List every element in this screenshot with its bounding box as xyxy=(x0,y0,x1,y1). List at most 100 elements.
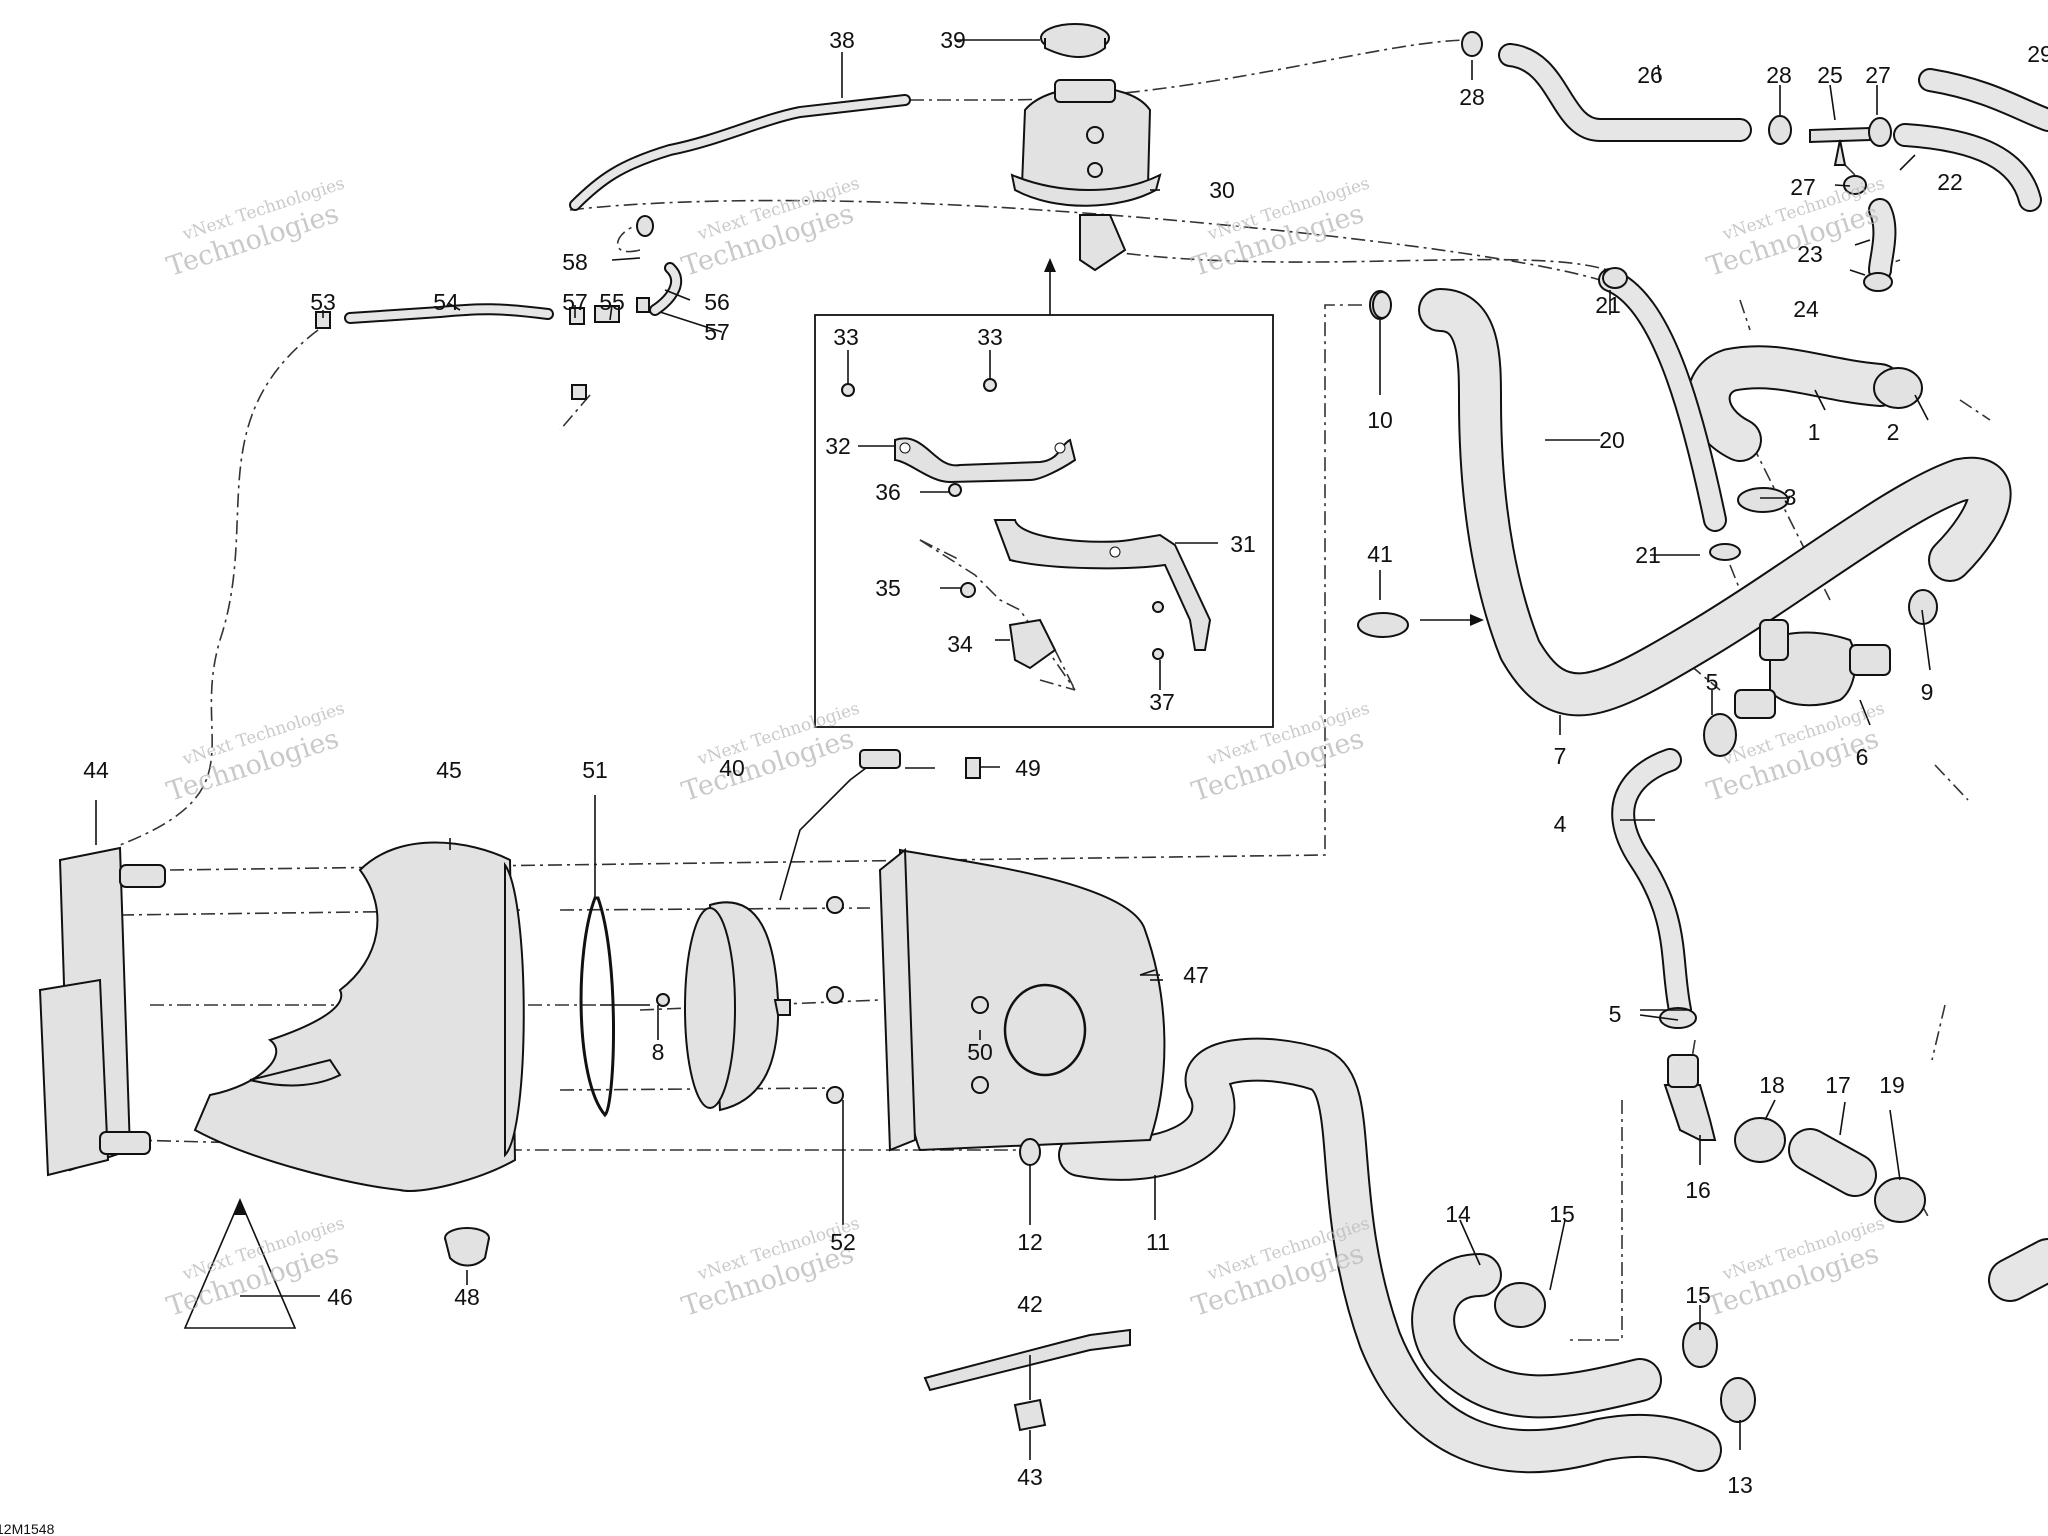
callout-49: 49 xyxy=(1015,755,1041,781)
callout-21b: 21 xyxy=(1635,542,1661,568)
callout-28b: 28 xyxy=(1766,62,1792,88)
radiator xyxy=(38,846,166,1177)
callout-37: 37 xyxy=(1149,689,1175,715)
callout-25: 25 xyxy=(1817,62,1843,88)
callout-5a: 5 xyxy=(1706,669,1719,695)
fan-housing xyxy=(878,847,1166,1152)
callout-35: 35 xyxy=(875,575,901,601)
callout-42: 42 xyxy=(1017,1291,1043,1317)
callout-10: 10 xyxy=(1367,407,1393,433)
hose-26 xyxy=(1498,43,1752,142)
callout-9: 9 xyxy=(1921,679,1934,705)
hose-1 xyxy=(1686,345,1902,462)
callout-5b: 5 xyxy=(1609,1001,1622,1027)
hose-54 xyxy=(344,303,554,324)
hose-7 xyxy=(1418,288,2012,717)
callout-8: 8 xyxy=(652,1039,665,1065)
callout-33a: 33 xyxy=(833,324,859,350)
callout-7: 7 xyxy=(1554,743,1567,769)
callout-13: 13 xyxy=(1727,1472,1753,1498)
callout-21a: 21 xyxy=(1595,292,1621,318)
fan-seal-ring xyxy=(579,896,615,1118)
callout-45: 45 xyxy=(436,757,462,783)
callout-55: 55 xyxy=(599,289,625,315)
hose-22 xyxy=(1893,68,2048,212)
callout-33b: 33 xyxy=(977,324,1003,350)
callout-53: 53 xyxy=(310,289,336,315)
y-fitting-25 xyxy=(1809,126,1871,166)
callout-34: 34 xyxy=(947,631,973,657)
callout-40: 40 xyxy=(719,755,745,781)
thermostat-housing xyxy=(1734,619,1891,719)
watermark: vNext Technologies Technologies xyxy=(678,699,862,808)
tee-16 xyxy=(1663,1054,1717,1141)
callout-39: 39 xyxy=(940,27,966,53)
hose-23 xyxy=(1868,198,1897,282)
callout-19: 19 xyxy=(1879,1072,1905,1098)
callout-38: 38 xyxy=(829,27,855,53)
callout-17: 17 xyxy=(1825,1072,1851,1098)
callout-4: 4 xyxy=(1554,811,1567,837)
callout-14: 14 xyxy=(1445,1201,1471,1227)
hose-right-lower xyxy=(1988,1238,2048,1302)
watermark: vNext Technologies Technologies xyxy=(1188,699,1372,808)
callout-32: 32 xyxy=(825,433,851,459)
callout-28a: 28 xyxy=(1459,84,1485,110)
callout-36: 36 xyxy=(875,479,901,505)
callout-57b: 57 xyxy=(704,319,730,345)
callout-26: 26 xyxy=(1637,62,1663,88)
watermark: vNext Technologies Technologies xyxy=(163,699,347,808)
callout-15a: 15 xyxy=(1549,1201,1575,1227)
callout-30: 30 xyxy=(1209,177,1235,203)
callout-24: 24 xyxy=(1793,296,1819,322)
callout-6: 6 xyxy=(1856,744,1869,770)
callout-56: 56 xyxy=(704,289,730,315)
hose-11 xyxy=(1058,1037,1722,1474)
hose-38 xyxy=(569,94,911,211)
radiator-cap xyxy=(1040,23,1110,58)
bracket-detail-box xyxy=(814,258,1274,728)
callout-3: 3 xyxy=(1784,484,1797,510)
coolant-reservoir xyxy=(1010,79,1162,272)
clip-43 xyxy=(1013,1398,1047,1432)
callout-57a: 57 xyxy=(562,289,588,315)
callout-1: 1 xyxy=(1808,419,1821,445)
hose-17 xyxy=(1788,1128,1877,1197)
callout-23: 23 xyxy=(1797,241,1823,267)
callout-22: 22 xyxy=(1937,169,1963,195)
hose-56 xyxy=(649,262,683,316)
callout-11: 11 xyxy=(1146,1229,1170,1255)
callout-58: 58 xyxy=(562,249,588,275)
callout-47: 47 xyxy=(1183,962,1209,988)
callout-54: 54 xyxy=(433,289,459,315)
callout-52: 52 xyxy=(830,1229,856,1255)
hose-20 xyxy=(1598,268,1727,532)
callout-labels: 1 2 3 4 5 5 6 7 8 9 10 11 12 13 14 15 15… xyxy=(83,27,2048,1498)
fan-motor xyxy=(684,749,901,1112)
leader-lines xyxy=(95,39,1931,1460)
clamp-41 xyxy=(1357,612,1484,638)
callout-20: 20 xyxy=(1599,427,1625,453)
watermark: vNext Technologies Technologies xyxy=(1703,1214,1887,1323)
fan-shroud xyxy=(193,841,525,1192)
callout-41: 41 xyxy=(1367,541,1393,567)
callout-44: 44 xyxy=(83,757,109,783)
clamps xyxy=(315,31,1938,1423)
drawing-reference: 12M1548 xyxy=(0,1521,55,1536)
callout-29: 29 xyxy=(2027,41,2048,67)
callout-12: 12 xyxy=(1017,1229,1043,1255)
hose-14 xyxy=(1411,1253,1662,1419)
callout-16: 16 xyxy=(1685,1177,1711,1203)
callout-46: 46 xyxy=(327,1284,353,1310)
callout-15b: 15 xyxy=(1685,1282,1711,1308)
callout-50: 50 xyxy=(967,1039,993,1065)
support-48 xyxy=(444,1227,490,1267)
callout-43: 43 xyxy=(1017,1464,1043,1490)
watermark: vNext Technologies Technologies xyxy=(163,174,347,283)
callout-2: 2 xyxy=(1887,419,1900,445)
callout-48: 48 xyxy=(454,1284,480,1310)
callout-18: 18 xyxy=(1759,1072,1785,1098)
watermark: vNext Technologies Technologies xyxy=(678,174,862,283)
tie-42 xyxy=(923,1328,1131,1392)
